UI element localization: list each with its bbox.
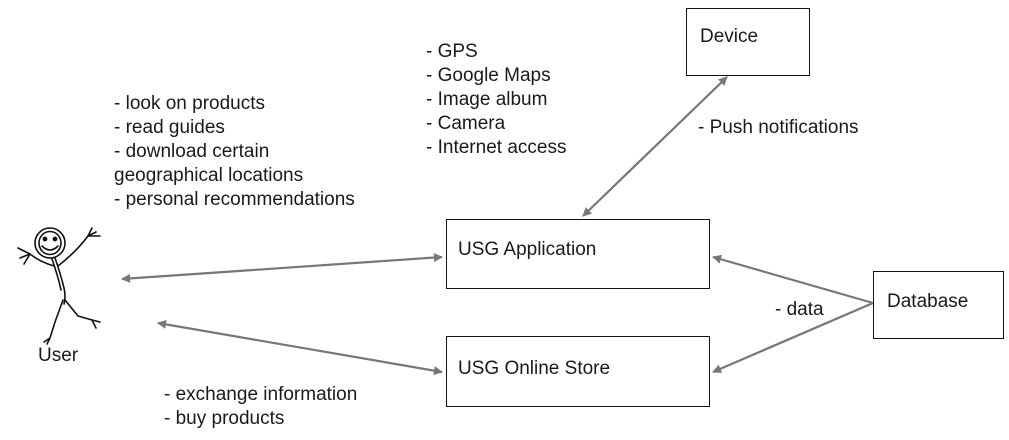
database-store-arrow <box>712 301 874 374</box>
database-application-arrow <box>712 254 874 305</box>
note-line: - GPS <box>426 41 478 62</box>
note-line: - Google Maps <box>426 65 551 86</box>
device-box: Device <box>686 8 810 76</box>
data-label: - data <box>775 299 824 320</box>
note-line: - exchange information <box>164 384 358 405</box>
database-label: Database <box>887 291 969 312</box>
note-line: - Camera <box>426 113 506 134</box>
device-features-notes: - GPS - Google Maps - Image album - Came… <box>426 40 566 160</box>
user-store-notes: - exchange information - buy products <box>164 383 357 431</box>
usg-application-box: USG Application <box>446 219 710 289</box>
note-line: - personal recommendations <box>114 189 355 210</box>
user-store-arrow <box>157 319 443 376</box>
device-label: Device <box>700 26 759 47</box>
note-line: - download certain <box>114 141 270 162</box>
usg-online-store-label: USG Online Store <box>458 358 611 379</box>
user-application-notes: - look on products - read guides - downl… <box>114 92 355 212</box>
user-label: User <box>38 345 79 366</box>
note-line: - Image album <box>426 89 548 110</box>
usg-online-store-box: USG Online Store <box>446 336 710 407</box>
push-notifications-label: - Push notifications <box>698 117 859 138</box>
database-box: Database <box>873 271 1004 339</box>
note-line: - look on products <box>114 93 266 114</box>
note-line: - Internet access <box>426 137 567 158</box>
user-application-arrow <box>121 253 443 283</box>
device-application-arrow <box>582 76 728 217</box>
usg-application-label: USG Application <box>458 239 597 260</box>
note-line: - read guides <box>114 117 225 138</box>
note-line: geographical locations <box>114 165 304 186</box>
note-line: - buy products <box>164 408 285 429</box>
